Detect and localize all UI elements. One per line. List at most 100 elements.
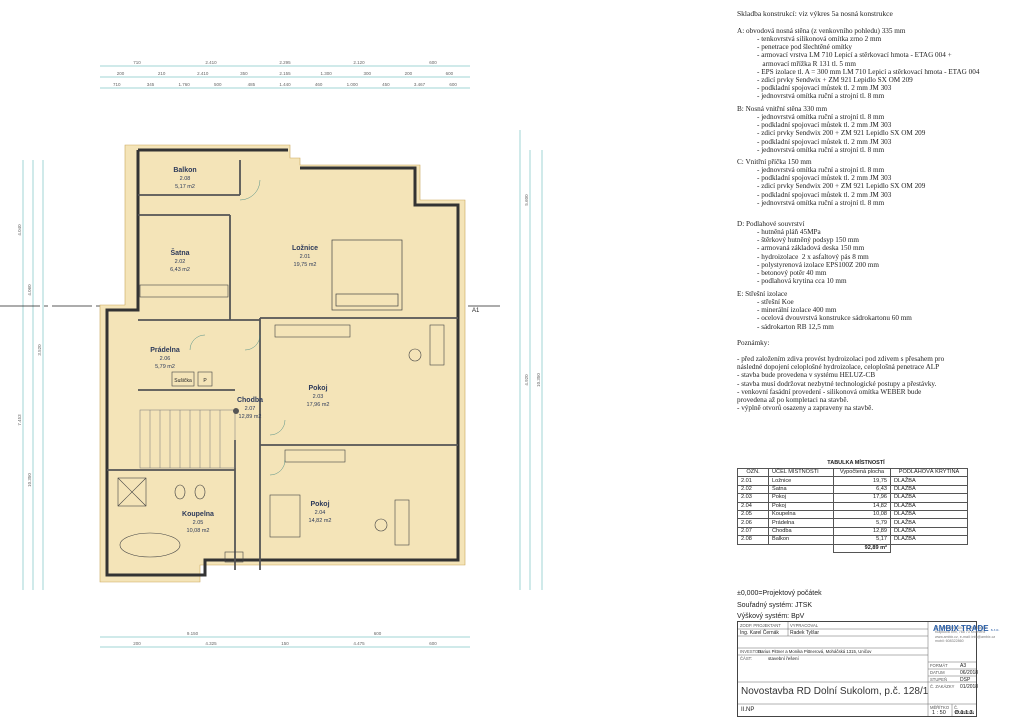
dimension-value: 4.475 (353, 641, 365, 646)
note-item: - betonový potěr 40 mm (757, 269, 827, 278)
dimension-value: 200 (117, 71, 125, 76)
room-name: Pokoj (310, 501, 329, 508)
dimension-value: 600 (429, 60, 437, 65)
note-item: - tenkovrstvá silikonová omítka zrno 2 m… (757, 35, 882, 43)
dimension-value: 5.600 (524, 194, 529, 206)
company-suffix: s.r.o. (990, 627, 1000, 632)
tb-value: stavební řešení (768, 656, 799, 661)
dimension-value: 2.410 (197, 71, 209, 76)
room-num: 2.07 (245, 406, 256, 412)
room-num: 2.06 (160, 356, 171, 362)
section-b-list: - jednovrstvá omítka ruční a strojní tl.… (757, 113, 925, 154)
room-table-cell: DLAŽBA (890, 484, 968, 495)
room-table-cell: DLAŽBA (890, 501, 968, 511)
note-item: - jednovrstvá omítka ruční a strojní tl.… (757, 113, 885, 121)
col-header: ÚČEL MÍSTNOSTI (768, 467, 834, 478)
dimension-value: 3.520 (37, 344, 42, 356)
dimension-value: 600 (374, 631, 382, 636)
room-labels: Balkon 2.08 5,17 m2 Šatna 2.02 6,43 m2 L… (150, 167, 331, 534)
room-table-cell: 2.06 (737, 518, 769, 528)
note-item: - podkladní spojovací můstek tl. 2 mm JM… (757, 84, 892, 93)
section-b-title: B: Nosná vnitřní stěna 330 mm (737, 105, 828, 113)
room-table: OZN. ÚČEL MÍSTNOSTI Vypočtená plocha POD… (737, 467, 968, 553)
room-num: 2.04 (315, 510, 326, 516)
dimension-value: 9.150 (187, 631, 199, 636)
col-header: Vypočtená plocha (833, 467, 891, 478)
room-table-cell: Ložnice (768, 476, 834, 486)
section-d-list: - hutněná pláň 45MPa- štěrkový hutněný p… (757, 228, 879, 285)
room-name: Prádelna (150, 347, 180, 354)
tb-label: FORMÁT (930, 663, 948, 668)
address-line: IČ: 29836698 DIČ: CZ29836698 (935, 626, 987, 630)
dimension-value: 500 (214, 82, 222, 87)
note-item: - hutněná pláň 45MPa (757, 228, 821, 236)
outer-walls (105, 148, 460, 577)
room-name: Ložnice (292, 245, 318, 252)
bathroom-fixtures (117, 477, 244, 563)
note-item: - zdicí prvky Sendwix + ZM 921 Lepidlo S… (757, 76, 913, 85)
dimension-value: 460 (315, 82, 323, 87)
notes-title: Skladba konstrukcí: viz výkres 5a nosná … (737, 9, 893, 18)
bottom-dimension-lines (100, 636, 470, 648)
tb-label: STUPEŇ (930, 677, 947, 682)
room-table-cell: DLAŽBA (890, 526, 968, 537)
tb-label: ZODP. PROJEKTANT (740, 623, 781, 628)
dimension-value: 4.325 (205, 641, 217, 646)
wardrobe (139, 284, 229, 298)
dimension-value: 150 (281, 641, 289, 646)
room-table-cell: 10,08 (833, 509, 891, 520)
address-line: mobil: 608322860 (935, 639, 964, 644)
room-num: 2.05 (193, 520, 204, 526)
tb-label: MĚŘÍTKO (930, 705, 950, 710)
dryer-label: Sušička (174, 378, 192, 384)
tb-value: Radek Tylšar (790, 630, 820, 636)
dimension-value: 2.410 (205, 60, 217, 65)
room-table-cell: 2.05 (737, 509, 769, 520)
tb-label: ČÁST: (740, 656, 752, 661)
dimension-value: 2.120 (353, 60, 365, 65)
dimension-value: 1.300 (320, 71, 332, 76)
room-table-cell: 14,82 (833, 501, 891, 511)
tb-label: VYPRACOVAL (790, 623, 819, 628)
note-item: armovací mřížka R 131 tl. 5 mm (757, 59, 857, 68)
note-item: - výplně otvorů osazeny a zapraveny na s… (737, 404, 874, 413)
room-table-cell: DLAŽBA (890, 535, 968, 545)
room-table-cell: Pokoj (768, 501, 834, 511)
note-item: - armovaná základová deska 150 mm (757, 244, 865, 253)
title-block-grid (738, 622, 976, 716)
note-item: - EPS izolace tl. A = 300 mm LM 710 Lepi… (757, 67, 980, 76)
room-table-cell: 5,17 (833, 535, 891, 545)
room-table-cell: 2.04 (737, 501, 769, 511)
dimension-value: 300 (363, 71, 371, 76)
dimension-value: 210 (158, 71, 166, 76)
room-area: 10,08 m2 (187, 528, 210, 534)
room-name: Pokoj (308, 385, 327, 392)
floor-label: II.NP (741, 707, 755, 713)
note-item: - stavba musí dodržovat nezbytné technol… (737, 379, 937, 388)
title-block: ZODP. PROJEKTANT VYPRACOVAL Ing. Karel Č… (737, 621, 995, 717)
dimension-value: 10.350 (536, 373, 541, 387)
dimension-value: 2.155 (279, 71, 291, 76)
note-item: - před založením zdiva provést hydroizol… (737, 355, 945, 363)
inner-walls (107, 160, 458, 570)
section-e-list: - střešní Koe- minerální izolace 400 mm-… (757, 298, 912, 331)
room-table-cell: Prádelna (768, 518, 834, 528)
room-table-cell: DLAŽBA (890, 509, 968, 520)
room-area: 5,17 m2 (175, 184, 195, 190)
note-item: - zdicí prvky Sendwix 200 + ZM 921 Lepid… (757, 129, 926, 138)
elevation-marker (233, 408, 239, 414)
room-table-cell: 2.02 (737, 484, 769, 495)
tb-label: DATUM (930, 670, 945, 675)
laundry-units (171, 371, 213, 387)
note-item: - minerální izolace 400 mm (757, 306, 837, 315)
note-item: - penetrace pod šlechtěné omítky (757, 43, 852, 52)
dimension-value: 200 (405, 71, 413, 76)
note-item: - ocelová dvouvrstvá konstrukce sádrokar… (757, 314, 912, 323)
project-title: Novostavba RD Dolní Sukolom, p.č. 128/1 (741, 686, 929, 697)
room-table-cell: 19,75 (833, 476, 891, 486)
section-c-list: - jednovrstvá omítka ruční a strojní tl.… (757, 166, 925, 207)
